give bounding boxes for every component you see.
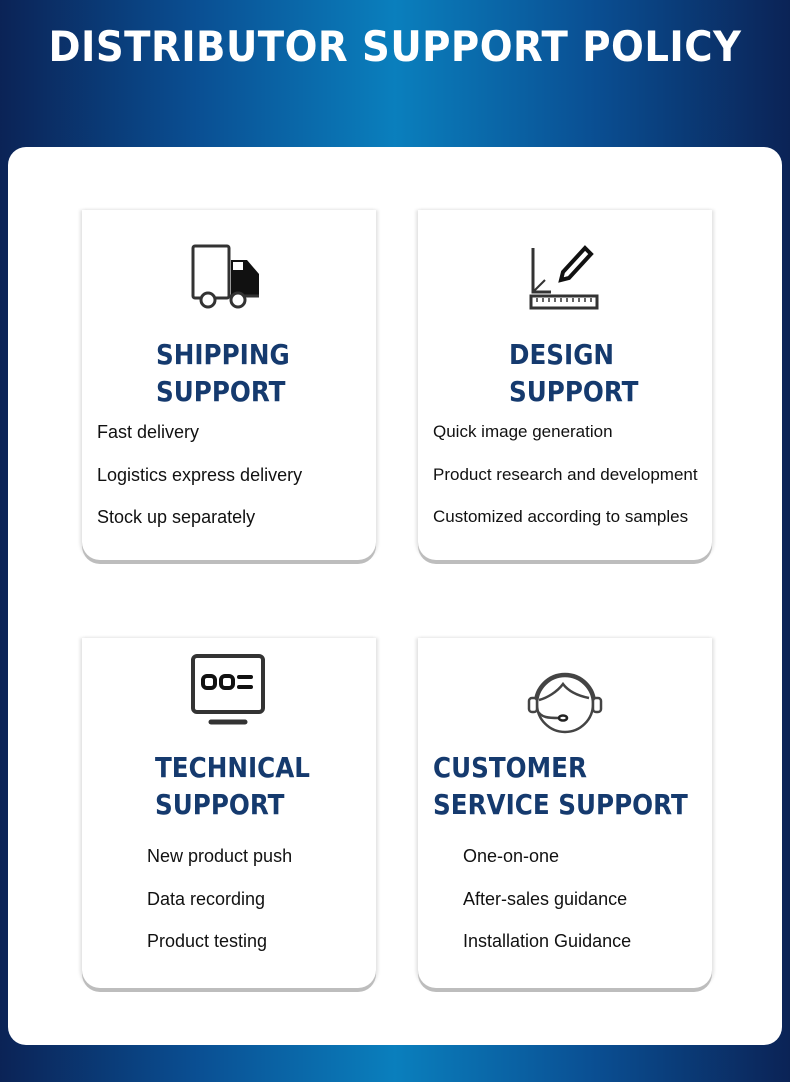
title-line: SERVICE SUPPORT <box>433 788 688 821</box>
list-item: One-on-one <box>463 846 560 866</box>
title-line: SUPPORT <box>155 788 285 821</box>
card-title: CUSTOMER SERVICE SUPPORT <box>433 749 688 823</box>
card-technical-support: TECHNICAL SUPPORT New product push Data r… <box>82 638 376 988</box>
ruler-pen-icon <box>418 240 712 310</box>
title-line: DESIGN <box>509 338 615 371</box>
item-list: Quick image generation Product research … <box>433 422 698 550</box>
headset-agent-icon <box>418 670 712 740</box>
card-customer-service-support: CUSTOMER SERVICE SUPPORT One-on-one After… <box>418 638 712 988</box>
list-item: After-sales guidance <box>463 888 628 909</box>
list-item: New product push <box>147 846 293 866</box>
title-line: TECHNICAL <box>155 751 310 784</box>
list-item: Data recording <box>147 888 266 909</box>
list-item: Installation Guidance <box>463 931 632 951</box>
card-title: TECHNICAL SUPPORT <box>155 749 310 823</box>
card-design-support: DESIGN SUPPORT Quick image generation Pro… <box>418 210 712 560</box>
title-line: SHIPPING <box>156 338 290 371</box>
card-shipping-support: SHIPPING SUPPORT Fast delivery Logistics … <box>82 210 376 560</box>
truck-icon <box>82 240 376 310</box>
item-list: One-on-one After-sales guidance Installa… <box>463 846 631 974</box>
page-title: DISTRIBUTOR SUPPORT POLICY <box>48 22 742 71</box>
title-line: SUPPORT <box>156 375 286 408</box>
list-item: Product research and development <box>433 464 698 484</box>
list-item: Logistics express delivery <box>97 464 303 485</box>
list-item: Product testing <box>147 931 268 951</box>
title-line: CUSTOMER <box>433 751 587 784</box>
list-item: Quick image generation <box>433 422 613 441</box>
item-list: New product push Data recording Product … <box>147 846 292 974</box>
card-title: SHIPPING SUPPORT <box>156 336 290 410</box>
item-list: Fast delivery Logistics express delivery… <box>97 422 302 550</box>
title-line: SUPPORT <box>509 375 639 408</box>
monitor-icon <box>82 652 376 725</box>
list-item: Fast delivery <box>97 422 200 442</box>
list-item: Customized according to samples <box>433 507 689 526</box>
list-item: Stock up separately <box>97 507 256 527</box>
card-title: DESIGN SUPPORT <box>509 336 638 410</box>
